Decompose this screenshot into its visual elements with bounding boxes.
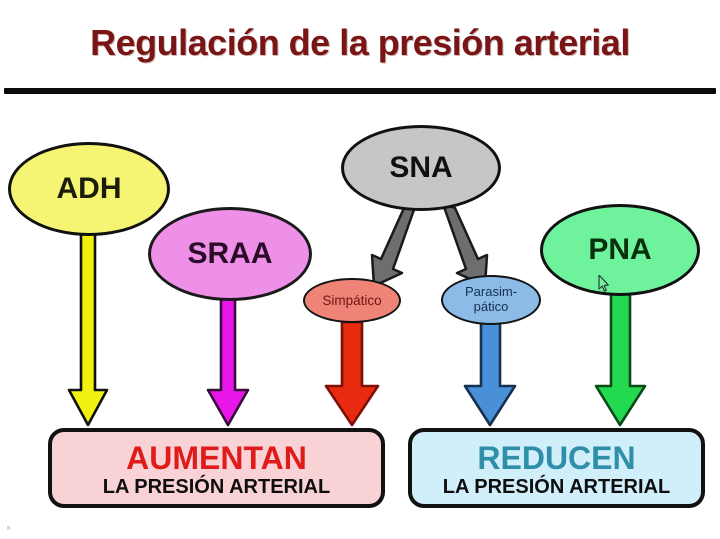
outcome-subtext-reducen: LA PRESIÓN ARTERIAL <box>442 475 671 498</box>
node-parasimpatico-label-line2: pático <box>473 299 509 314</box>
mouse-pointer-icon <box>598 275 609 292</box>
node-parasimpatico-label-line1: Parasim- <box>464 284 517 300</box>
arrow-pna-down <box>594 292 647 427</box>
node-sna-label: SNA <box>389 150 453 184</box>
arrow-adh-down <box>67 232 109 427</box>
arrow-simpatico-down <box>324 320 380 427</box>
node-pna[interactable]: PNA <box>540 204 700 296</box>
node-adh-label: ADH <box>56 171 122 205</box>
node-adh[interactable]: ADH <box>8 142 170 236</box>
node-pna-label: PNA <box>588 232 652 266</box>
arrow-parasimpatico-down <box>463 320 517 427</box>
arrow-sna-to-simpatico <box>370 202 418 288</box>
page-title: Regulación de la presión arterial <box>90 22 630 63</box>
title-area: Regulación de la presión arterial <box>0 0 720 94</box>
diagram-canvas: ADH SRAA SNA PNA Simpático Parasim- páti… <box>0 94 720 539</box>
node-simpatico[interactable]: Simpático <box>303 278 401 323</box>
node-sraa-label: SRAA <box>187 236 273 270</box>
outcome-subtext-aumentan: LA PRESIÓN ARTERIAL <box>102 475 331 498</box>
corner-watermark: ≡ <box>6 525 13 530</box>
node-simpatico-label: Simpático <box>322 292 382 308</box>
node-parasimpatico[interactable]: Parasim- pático <box>441 275 541 325</box>
node-sraa[interactable]: SRAA <box>148 207 312 301</box>
outcome-heading-reducen: REDUCEN <box>477 439 636 476</box>
arrow-sraa-down <box>206 297 250 427</box>
title-divider <box>4 88 716 94</box>
node-sna[interactable]: SNA <box>341 125 501 211</box>
outcome-box-aumentan[interactable]: AUMENTAN LA PRESIÓN ARTERIAL <box>48 428 385 508</box>
outcome-heading-aumentan: AUMENTAN <box>126 439 307 476</box>
arrow-sna-to-parasimpatico <box>441 202 489 288</box>
outcome-box-reducen[interactable]: REDUCEN LA PRESIÓN ARTERIAL <box>408 428 705 508</box>
